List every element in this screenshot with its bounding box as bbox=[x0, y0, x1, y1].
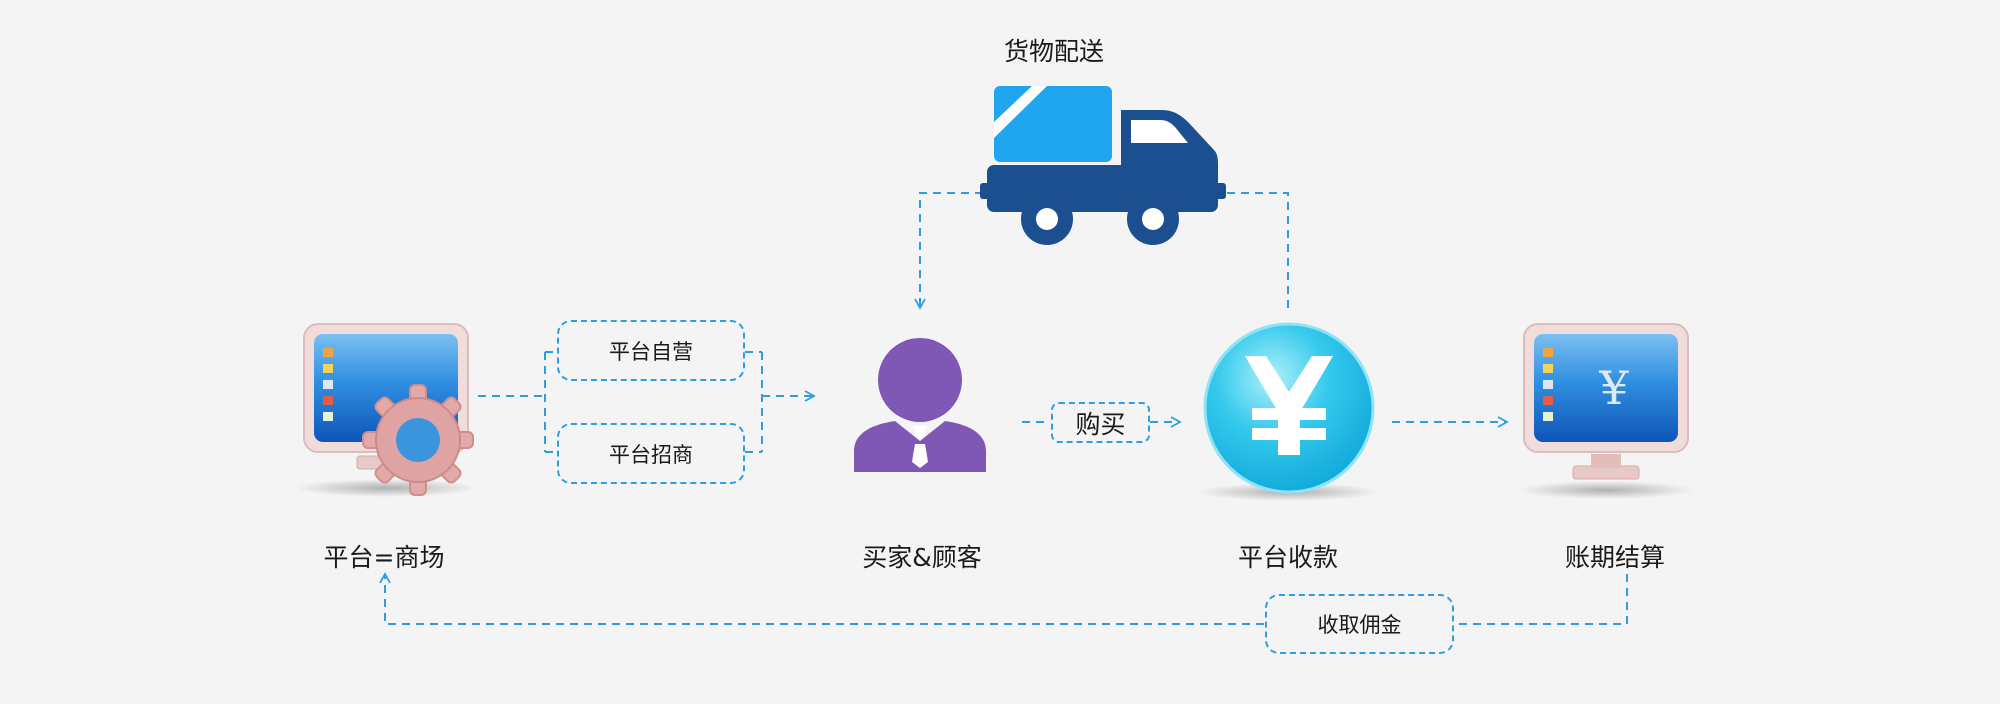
settlement-label: 账期结算 bbox=[1564, 543, 1666, 572]
connector-commission-to-platform bbox=[379, 572, 1264, 625]
yen-coin-icon bbox=[1197, 322, 1381, 501]
person-icon bbox=[854, 338, 986, 472]
commission-box: 收取佣金 bbox=[1265, 594, 1454, 654]
connector-settlement-to-commission bbox=[1454, 574, 1628, 625]
connector-truck-to-buyer bbox=[914, 192, 983, 310]
computer-gear-icon bbox=[294, 323, 478, 497]
computer-yen-icon: ¥ bbox=[1518, 323, 1694, 499]
settlement-screen-yen: ¥ bbox=[1598, 361, 1629, 415]
merchants-box: 平台招商 bbox=[557, 423, 745, 484]
purchase-box: 购买 bbox=[1051, 402, 1150, 443]
self-run-box: 平台自营 bbox=[557, 320, 745, 381]
payment-label: 平台收款 bbox=[1237, 543, 1339, 572]
platform-label: 平台=商场 bbox=[323, 543, 445, 572]
buyer-label: 买家&顾客 bbox=[862, 543, 982, 572]
delivery-truck-icon bbox=[980, 86, 1226, 245]
connector-payment-to-truck bbox=[1218, 192, 1289, 308]
delivery-title: 货物配送 bbox=[1003, 37, 1105, 66]
